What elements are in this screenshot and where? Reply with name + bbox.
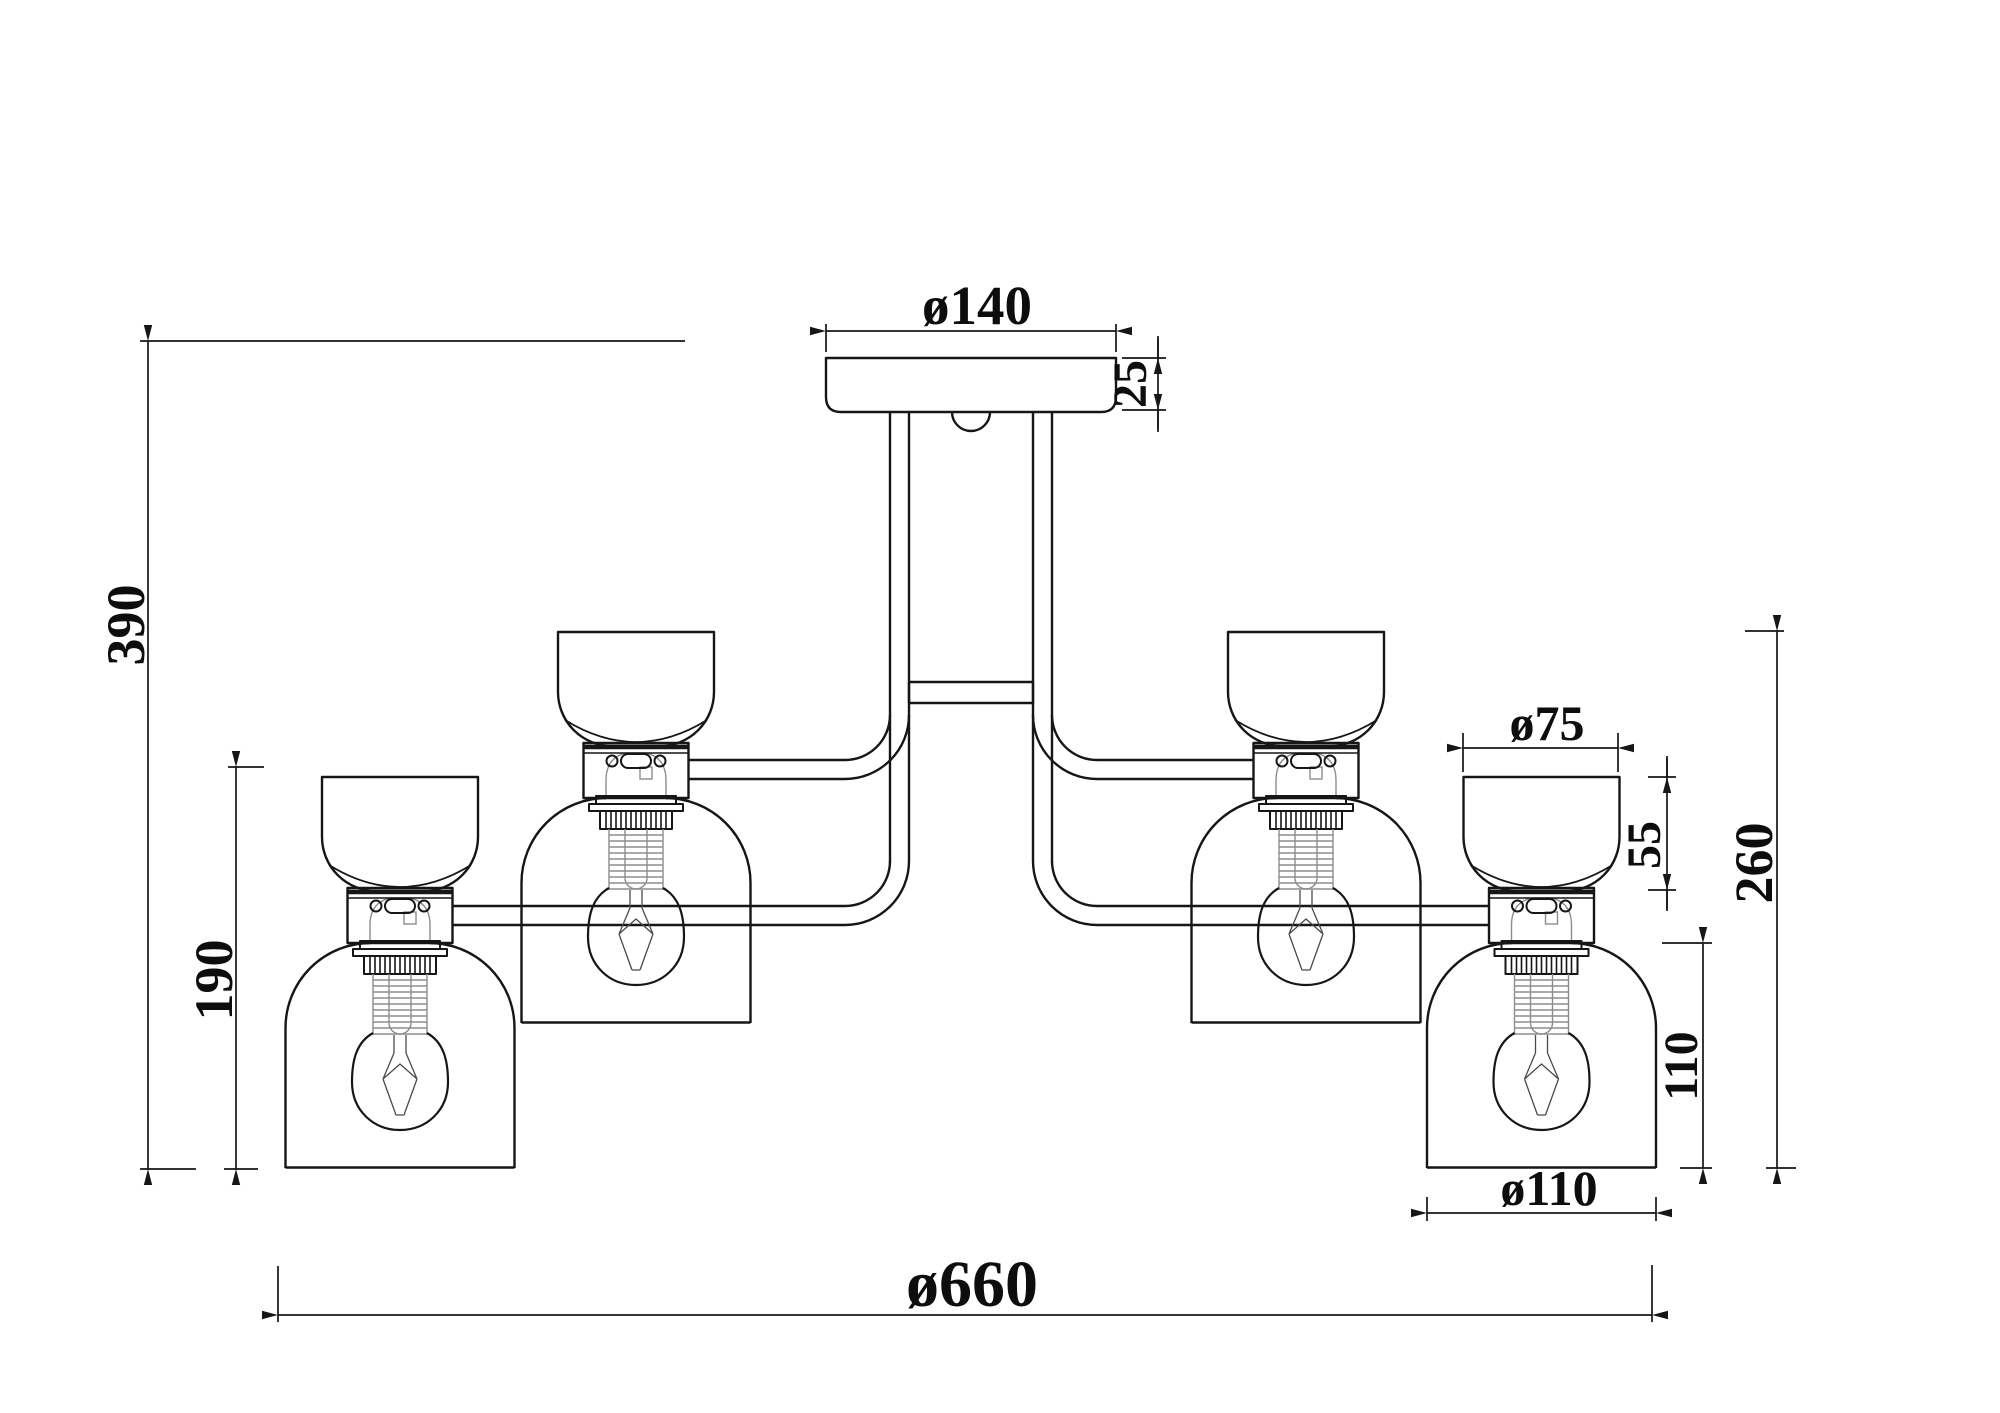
dim-canopy-height: 25	[1104, 336, 1166, 432]
dim-cup-diameter: ø75	[1447, 695, 1634, 772]
dim-label-outer-lamp-height: 190	[184, 940, 244, 1021]
dim-label-inner-lamp-drop: 260	[1724, 823, 1784, 904]
dim-dome-diameter: ø110	[1411, 1160, 1672, 1221]
lamp-unit-inner-right	[1192, 632, 1421, 1023]
mounting-stem	[888, 412, 1054, 862]
upper-arms	[688, 714, 1254, 781]
canopy	[824, 356, 1118, 433]
dim-label-cup-height: 55	[1618, 821, 1671, 869]
dim-outer-lamp-height: 190	[184, 751, 264, 1185]
lamp-unit-outer-left	[286, 777, 515, 1168]
dim-overall-diameter: ø660	[262, 1248, 1668, 1322]
dim-label-dome-diameter: ø110	[1500, 1160, 1597, 1216]
lamp-unit-inner-left	[522, 632, 751, 1023]
dim-label-canopy-height: 25	[1104, 360, 1157, 408]
dim-label-dome-height: 110	[1655, 1031, 1708, 1100]
dim-label-overall-diameter: ø660	[906, 1248, 1038, 1321]
stem-crossbar	[907, 680, 1035, 705]
dim-label-cup-diameter: ø75	[1510, 695, 1585, 751]
dim-inner-lamp-drop: 260	[1724, 615, 1796, 1184]
dim-canopy-diameter: ø140	[810, 275, 1132, 352]
dim-cup-height: 55	[1618, 756, 1676, 911]
dim-label-overall-height: 390	[96, 585, 156, 666]
dim-label-canopy-diameter: ø140	[922, 275, 1032, 336]
dim-overall-height: 390	[96, 325, 685, 1185]
dim-dome-height: 110	[1655, 927, 1712, 1184]
lower-arms	[452, 860, 1490, 927]
